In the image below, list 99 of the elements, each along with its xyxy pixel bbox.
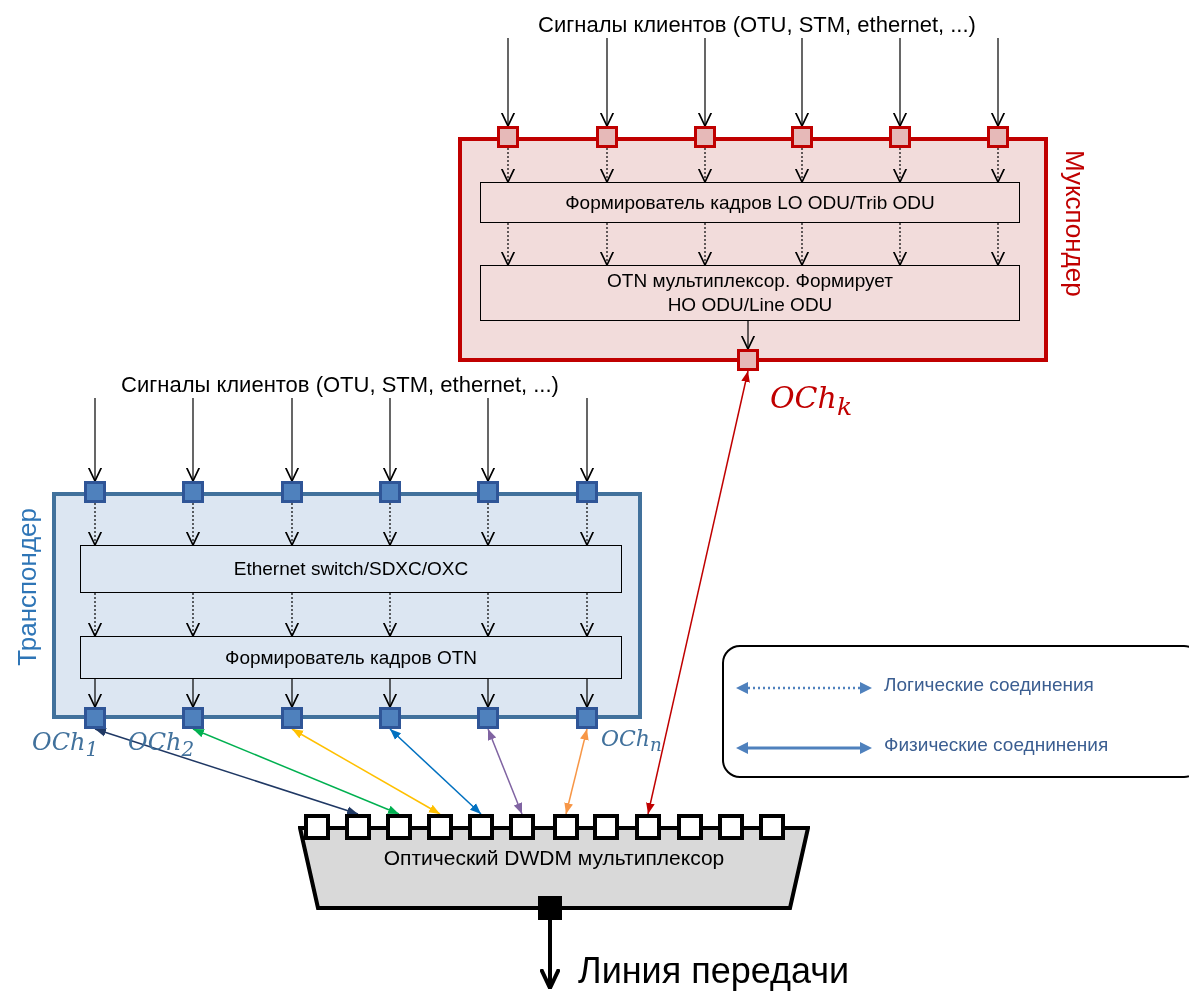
arrow bbox=[480, 678, 496, 708]
arrow bbox=[185, 678, 201, 708]
double-arrow bbox=[564, 728, 589, 815]
port-square bbox=[759, 814, 785, 840]
arrow bbox=[500, 37, 516, 127]
dotted-arrow bbox=[284, 502, 300, 546]
dotted-arrow bbox=[990, 222, 1006, 266]
port-square bbox=[509, 814, 535, 840]
port-square bbox=[468, 814, 494, 840]
dotted-arrow bbox=[794, 222, 810, 266]
process-box: Формирователь кадров OTN bbox=[80, 636, 622, 679]
port-square bbox=[635, 814, 661, 840]
port-square bbox=[538, 896, 562, 920]
arrow bbox=[539, 920, 561, 990]
channel-label: OCh$_{k}$ bbox=[770, 380, 853, 421]
legend-text: Физические соеднинения bbox=[884, 734, 1109, 756]
arrow bbox=[284, 678, 300, 708]
port-square bbox=[379, 481, 401, 503]
double-arrow bbox=[646, 370, 750, 815]
port-square bbox=[718, 814, 744, 840]
port-square bbox=[379, 707, 401, 729]
dotted-arrow bbox=[87, 592, 103, 637]
dotted-arrow bbox=[284, 592, 300, 637]
arrow bbox=[87, 397, 103, 482]
process-box: Ethernet switch/SDXC/OXC bbox=[80, 545, 622, 593]
port-square bbox=[889, 126, 911, 148]
dotted-arrow bbox=[185, 592, 201, 637]
port-square bbox=[677, 814, 703, 840]
arrow bbox=[87, 678, 103, 708]
output-caption: Линия передачи bbox=[578, 950, 850, 992]
arrow bbox=[382, 678, 398, 708]
port-square bbox=[791, 126, 813, 148]
dotted-arrow bbox=[990, 147, 1006, 183]
port-square bbox=[427, 814, 453, 840]
panel-heading: Транспондер bbox=[11, 508, 43, 666]
arrow bbox=[579, 678, 595, 708]
port-square bbox=[576, 481, 598, 503]
arrow bbox=[284, 397, 300, 482]
port-square bbox=[386, 814, 412, 840]
dotted-arrow bbox=[892, 222, 908, 266]
process-box: Формирователь кадров LO ODU/Trib ODU bbox=[480, 182, 1020, 223]
double-arrow bbox=[94, 728, 359, 815]
dotted-arrow bbox=[794, 147, 810, 183]
channel-label: OCh$_{2}$ bbox=[128, 728, 195, 761]
port-square bbox=[477, 707, 499, 729]
port-square bbox=[281, 481, 303, 503]
legend-text: Логические соединения bbox=[884, 674, 1094, 696]
dotted-arrow bbox=[185, 502, 201, 546]
port-square bbox=[987, 126, 1009, 148]
port-square bbox=[737, 349, 759, 371]
dotted-arrow bbox=[480, 592, 496, 637]
port-square bbox=[576, 707, 598, 729]
port-square bbox=[553, 814, 579, 840]
signal-caption: Сигналы клиентов (OTU, STM, ethernet, ...) bbox=[538, 12, 976, 38]
arrow bbox=[740, 320, 756, 350]
dotted-arrow bbox=[697, 222, 713, 266]
dotted-arrow bbox=[382, 592, 398, 637]
port-square bbox=[345, 814, 371, 840]
channel-label: OCh$_{1}$ bbox=[32, 728, 99, 761]
arrow bbox=[480, 397, 496, 482]
port-square bbox=[182, 707, 204, 729]
double-arrow bbox=[192, 728, 400, 815]
port-square bbox=[182, 481, 204, 503]
signal-caption: Сигналы клиентов (OTU, STM, ethernet, ...) bbox=[121, 372, 559, 398]
dotted-arrow bbox=[892, 147, 908, 183]
arrow bbox=[579, 397, 595, 482]
dotted-arrow bbox=[697, 147, 713, 183]
port-square bbox=[596, 126, 618, 148]
arrow bbox=[892, 37, 908, 127]
arrow bbox=[382, 397, 398, 482]
process-box: OTN мультиплексор. Формирует HO ODU/Line ODU bbox=[480, 265, 1020, 321]
dotted-arrow bbox=[87, 502, 103, 546]
panel-heading: Мукспондер bbox=[1059, 150, 1091, 297]
arrow bbox=[794, 37, 810, 127]
port-square bbox=[477, 481, 499, 503]
multiplexer-label: Оптический DWDM мультиплексор bbox=[383, 846, 725, 870]
arrow bbox=[697, 37, 713, 127]
channel-label: OCh$_{n}$ bbox=[601, 726, 662, 756]
port-square bbox=[84, 707, 106, 729]
dotted-arrow bbox=[579, 502, 595, 546]
port-square bbox=[304, 814, 330, 840]
port-square bbox=[281, 707, 303, 729]
port-square bbox=[84, 481, 106, 503]
dotted-arrow bbox=[500, 147, 516, 183]
dotted-arrow bbox=[500, 222, 516, 266]
double-arrow bbox=[389, 728, 482, 815]
arrow bbox=[599, 37, 615, 127]
double-arrow bbox=[487, 728, 523, 815]
dotted-arrow bbox=[599, 147, 615, 183]
dotted-arrow bbox=[480, 502, 496, 546]
dotted-arrow bbox=[382, 502, 398, 546]
arrow bbox=[990, 37, 1006, 127]
dotted-arrow bbox=[599, 222, 615, 266]
dotted-arrow bbox=[579, 592, 595, 637]
port-square bbox=[497, 126, 519, 148]
port-square bbox=[694, 126, 716, 148]
port-square bbox=[593, 814, 619, 840]
double-arrow bbox=[291, 728, 441, 815]
arrow bbox=[185, 397, 201, 482]
